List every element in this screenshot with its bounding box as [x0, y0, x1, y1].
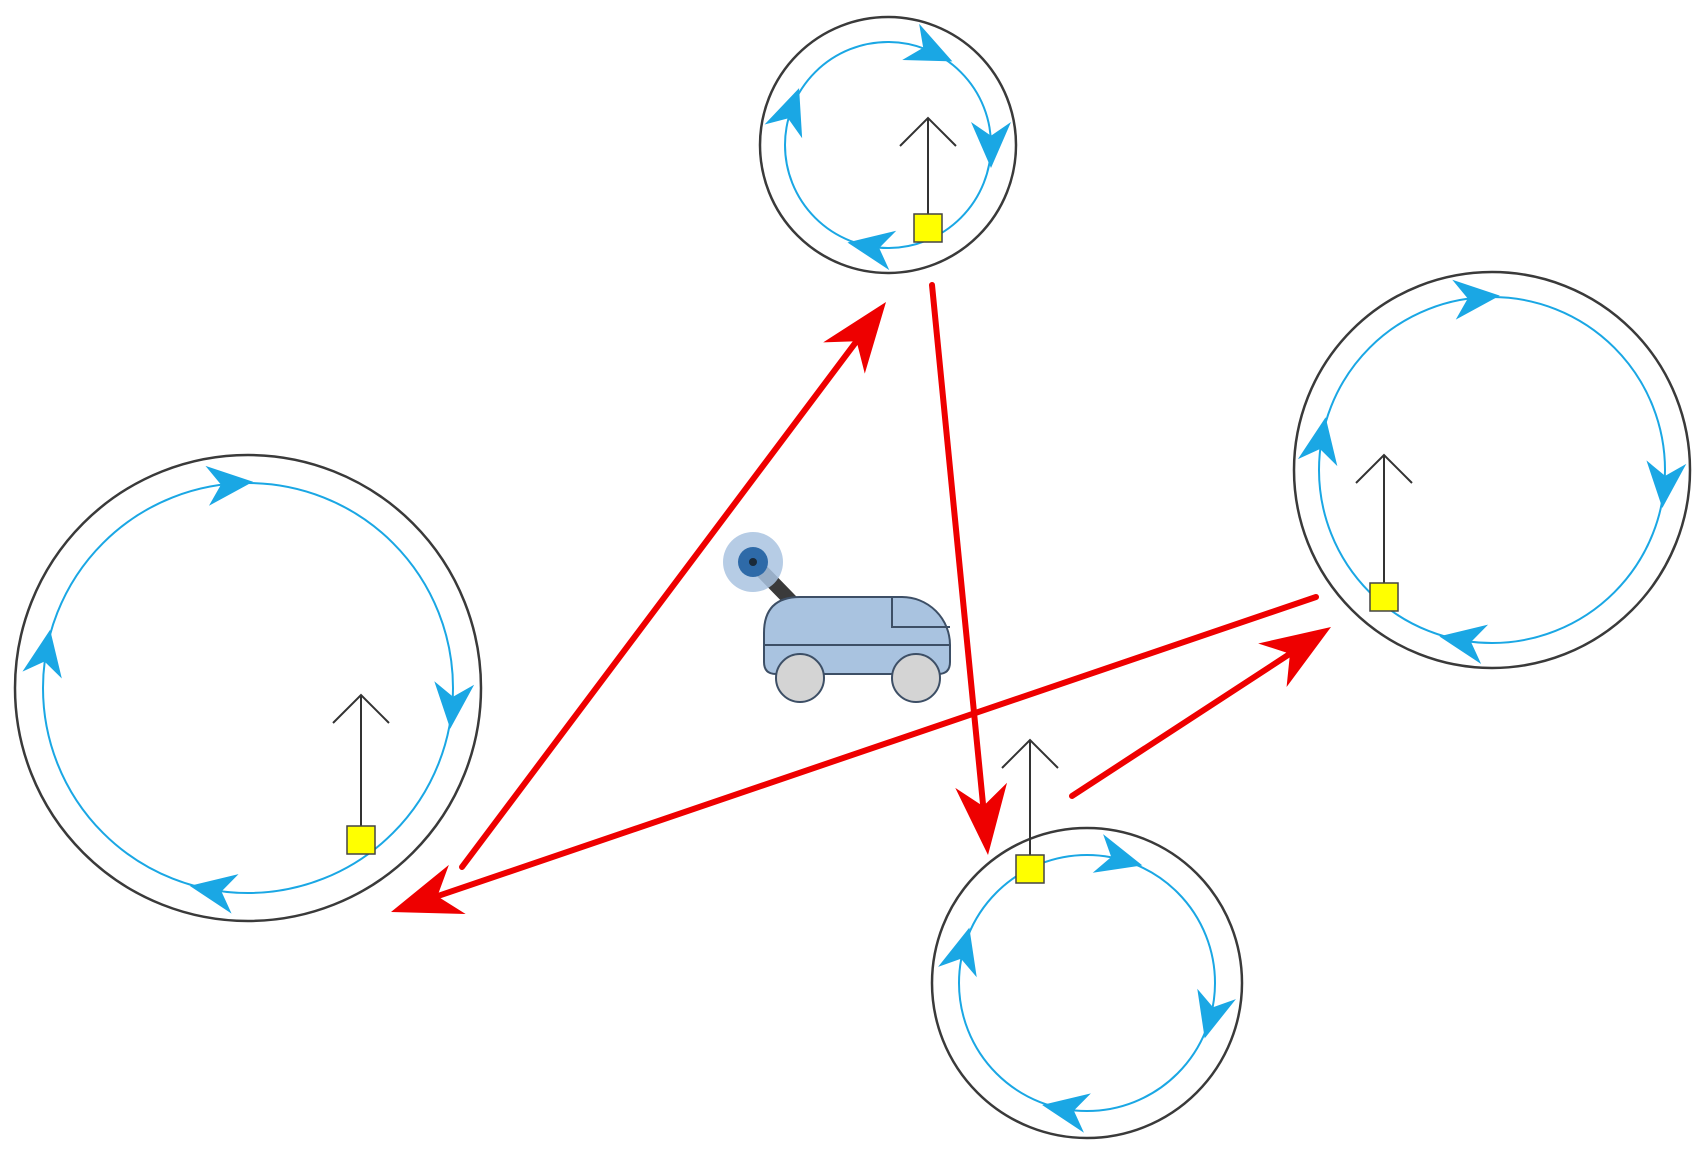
outer-boundary [758, 15, 1018, 275]
path-direction-arrow-icon [1646, 460, 1687, 508]
transition-shaft [929, 282, 987, 810]
region-left [13, 453, 483, 923]
transition-arrowhead-icon [823, 302, 886, 374]
transition-top-to-bottom [929, 282, 1008, 855]
path-direction-arrow-icon [1197, 988, 1236, 1039]
transition-left-to-top [459, 302, 886, 870]
transition-arrowhead-icon [1258, 627, 1331, 688]
region-top [758, 15, 1018, 275]
heading-arrow-icon [1001, 738, 1059, 769]
path-direction-arrow-icon [971, 122, 1011, 168]
robot-wheel-left [775, 653, 825, 703]
outer-boundary [13, 453, 483, 923]
robot-camera-pupil [749, 558, 757, 566]
region-bottom [930, 738, 1244, 1140]
path-direction-arrow-icon [434, 681, 475, 729]
coverage-loop [958, 854, 1216, 1112]
heading-arrow-icon [1355, 453, 1413, 484]
path-direction-arrow-icon [1092, 834, 1143, 873]
path-direction-arrow-icon [205, 465, 254, 506]
start-marker [1015, 854, 1045, 884]
path-direction-arrow-icon [1439, 624, 1489, 665]
path-direction-arrow-icon [1297, 417, 1338, 467]
start-marker [1369, 582, 1399, 612]
coverage-loop [784, 41, 992, 249]
transition-shaft [459, 338, 860, 870]
robot-wheel-right [891, 653, 941, 703]
robot-body [763, 596, 951, 675]
path-direction-arrow-icon [938, 927, 977, 978]
region-right [1292, 270, 1692, 670]
path-direction-arrow-icon [902, 23, 953, 62]
heading-arrow-icon [332, 693, 390, 724]
transition-shaft [434, 594, 1319, 900]
path-direction-arrow-icon [847, 230, 897, 271]
heading-arrow-icon [899, 116, 957, 147]
path-direction-arrow-icon [764, 88, 803, 139]
rover-robot-icon [723, 532, 951, 703]
robot-window [891, 597, 950, 628]
coverage-loop [42, 482, 454, 894]
outer-boundary [930, 826, 1244, 1140]
path-direction-arrow-icon [1452, 279, 1500, 320]
transition-bottom-to-right [1069, 627, 1331, 799]
circular-regions [13, 15, 1692, 1140]
outer-boundary [1292, 270, 1692, 670]
start-marker [913, 213, 943, 243]
start-marker [346, 825, 376, 855]
path-direction-arrow-icon [1042, 1093, 1091, 1133]
transition-shaft [1069, 650, 1293, 799]
transition-arrowhead-icon [955, 782, 1008, 855]
path-direction-arrow-icon [189, 874, 239, 914]
path-direction-arrow-icon [22, 629, 62, 679]
transition-arrows [391, 282, 1331, 915]
transition-right-to-left [391, 594, 1319, 915]
transition-arrowhead-icon [391, 864, 466, 915]
